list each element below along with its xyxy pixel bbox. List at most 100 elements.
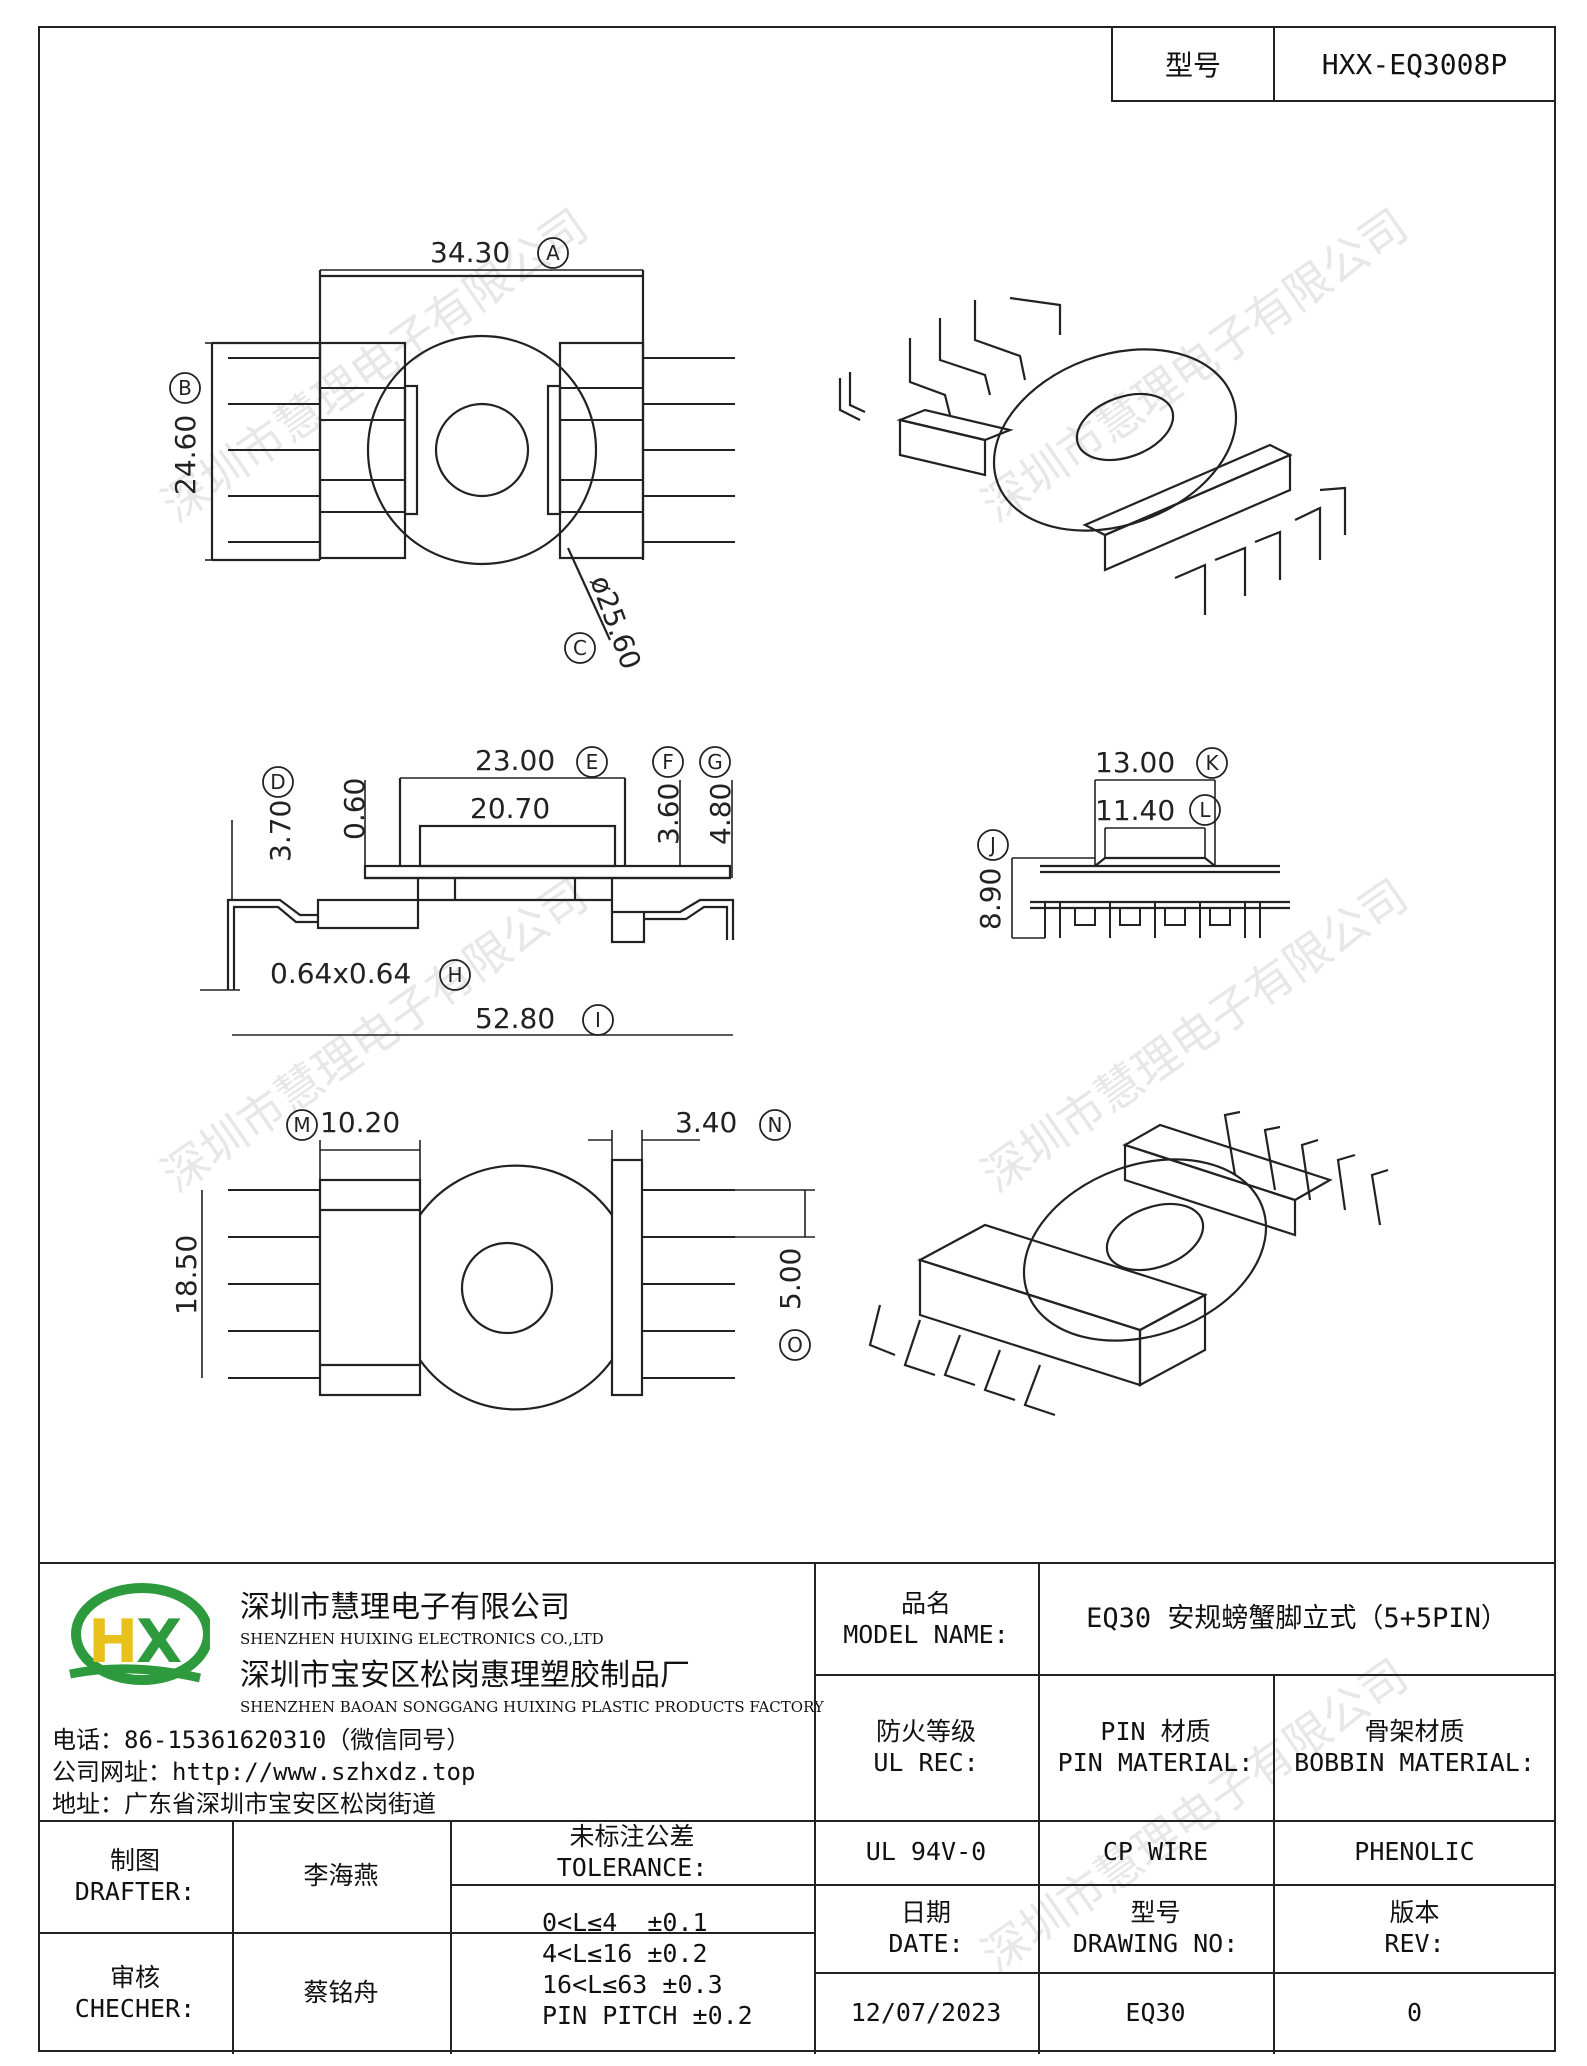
svg-text:H: H	[88, 1607, 138, 1677]
drawing-no-label-cn: 型号	[1130, 1897, 1181, 1927]
factory-name-en: SHENZHEN BAOAN SONGGANG HUIXING PLASTIC …	[240, 1698, 824, 1716]
dim-i-value: 52.80	[475, 1002, 555, 1035]
drafter-label-cn: 制图	[109, 1845, 160, 1875]
date-value: 12/07/2023	[850, 1998, 1002, 2028]
tolerance-row: PIN PITCH ±0.2	[542, 2001, 753, 2031]
dim-o-value: 5.00	[774, 1248, 807, 1310]
date-label-en: DATE:	[888, 1929, 964, 1958]
model-name-label: 品名 MODEL NAME:	[814, 1564, 1038, 1674]
model-name-label-cn: 品名	[900, 1588, 951, 1618]
tolerance-row: 0<L≤4 ±0.1	[542, 1907, 708, 1937]
isometric-view-top	[838, 296, 1347, 615]
bottom-view	[228, 1158, 735, 1411]
checker-label-cn: 审核	[109, 1962, 160, 1992]
tolerance-row: 16<L≤63 ±0.3	[542, 1970, 723, 1999]
balloon-j: J	[988, 833, 996, 857]
checker-label: 审核 CHECHER:	[38, 1932, 232, 2054]
balloon-d: D	[270, 770, 285, 794]
dim-n-value: 3.40	[675, 1106, 737, 1139]
date-label: 日期 DATE:	[814, 1884, 1038, 1972]
tolerance-label-cn: 未标注公差	[569, 1821, 695, 1851]
drawing-no-label-en: DRAWING NO:	[1072, 1929, 1239, 1958]
pin-material-label-cn: PIN 材质	[1100, 1716, 1211, 1746]
company-phone: 电话：86-15361620310（微信同号）	[52, 1726, 471, 1754]
dim-j-value: 8.90	[974, 868, 1007, 930]
bobbin-material-label-en: BOBBIN MATERIAL:	[1294, 1748, 1535, 1777]
dim-p-value: 18.50	[170, 1235, 203, 1315]
balloon-g: G	[707, 750, 723, 774]
title-block: H X 深圳市慧理电子有限公司 SHENZHEN HUIXING ELECTRO…	[38, 1562, 1556, 2054]
tolerance-label: 未标注公差 TOLERANCE:	[450, 1820, 814, 1884]
balloon-l: L	[1199, 798, 1211, 822]
pin-material-label-en: PIN MATERIAL:	[1057, 1748, 1254, 1777]
model-number-label: 型号	[1113, 28, 1275, 100]
company-name-cn: 深圳市慧理电子有限公司	[240, 1590, 570, 1625]
rev-label-cn: 版本	[1389, 1897, 1440, 1927]
factory-name-cn: 深圳市宝安区松岗惠理塑胶制品厂	[240, 1658, 690, 1693]
ul-rec-label-cn: 防火等级	[875, 1716, 976, 1746]
tolerance-table: 0<L≤4 ±0.1 4<L≤16 ±0.2 16<L≤63 ±0.3 PIN …	[450, 1884, 814, 2054]
ul-rec-label: 防火等级 UL REC:	[814, 1674, 1038, 1820]
dim-b-value: 24.60	[169, 415, 202, 495]
side-view	[200, 778, 735, 991]
balloon-i: I	[595, 1008, 601, 1032]
company-logo: H X	[50, 1582, 213, 1692]
dim-c-value: ø25.60	[583, 571, 647, 674]
model-name-value: EQ30 安规螃蟹脚立式（5+5PIN）	[1086, 1603, 1508, 1635]
drawing-frame	[38, 26, 1556, 2052]
rev-value: 0	[1406, 1998, 1423, 2028]
dim-k-value: 13.00	[1095, 746, 1175, 779]
date-label-cn: 日期	[900, 1897, 951, 1927]
rev-label: 版本 REV:	[1273, 1884, 1556, 1972]
balloon-h: H	[447, 963, 462, 987]
tolerance-row: 4<L≤16 ±0.2	[542, 1938, 708, 1968]
checker-label-en: CHECHER:	[74, 1994, 196, 2023]
drawing-no-label: 型号 DRAWING NO:	[1038, 1884, 1273, 1972]
balloon-n: N	[768, 1113, 783, 1137]
drafter-label-en: DRAFTER:	[74, 1877, 196, 1906]
model-name-label-en: MODEL NAME:	[843, 1620, 1009, 1649]
dim-e2-value: 20.70	[470, 792, 550, 825]
balloon-o: O	[787, 1333, 803, 1357]
dim-g-value: 4.80	[704, 783, 737, 845]
checker-value: 蔡铭舟	[303, 1978, 379, 2008]
dim-h-value: 0.64x0.64	[270, 957, 411, 990]
company-address: 地址：广东省深圳市宝安区松岗街道	[52, 1790, 436, 1818]
ul-rec-label-en: UL REC:	[873, 1748, 979, 1777]
dim-a-value: 34.30	[430, 236, 510, 269]
dim-f-value: 3.60	[652, 783, 685, 845]
bobbin-material-label-cn: 骨架材质	[1364, 1716, 1465, 1746]
dimension-lines	[201, 269, 1216, 1378]
drafter-value: 李海燕	[303, 1861, 379, 1891]
technical-drawing: 34.30 24.60 ø25.60 3.70 23.00 20.70 0.60…	[169, 236, 1389, 1417]
pin-material-label: PIN 材质 PIN MATERIAL:	[1038, 1674, 1273, 1820]
balloon-m: M	[293, 1113, 310, 1137]
rev-label-en: REV:	[1384, 1929, 1445, 1958]
company-website: 公司网址：http://www.szhxdz.top	[52, 1758, 476, 1786]
svg-text:X: X	[136, 1607, 182, 1677]
front-view	[1030, 856, 1290, 938]
dim-e-value: 23.00	[475, 744, 555, 777]
model-number-box: 型号 HXX-EQ3008P	[1111, 26, 1556, 102]
drafter-label: 制图 DRAFTER:	[38, 1820, 232, 1932]
top-view	[210, 270, 735, 641]
dim-m-value: 10.20	[320, 1106, 400, 1139]
ul-rec-value: UL 94V-0	[865, 1837, 987, 1867]
bobbin-material-value: PHENOLIC	[1354, 1837, 1475, 1867]
drawing-no-value: EQ30	[1125, 1998, 1186, 2028]
dim-d-value: 3.70	[264, 800, 297, 862]
bobbin-material-label: 骨架材质 BOBBIN MATERIAL:	[1273, 1674, 1556, 1820]
balloon-k: K	[1205, 751, 1219, 775]
pin-material-value: CP WIRE	[1102, 1837, 1209, 1867]
tolerance-label-en: TOLERANCE:	[556, 1853, 708, 1882]
company-name-en: SHENZHEN HUIXING ELECTRONICS CO.,LTD	[240, 1630, 604, 1648]
balloon-f: F	[662, 750, 674, 774]
model-number-value: HXX-EQ3008P	[1321, 47, 1508, 81]
balloon-c: C	[573, 636, 587, 660]
balloon-b: B	[178, 376, 192, 400]
dim-e3-value: 0.60	[338, 778, 371, 840]
isometric-view-bottom	[868, 1110, 1389, 1417]
balloon-a: A	[546, 241, 560, 265]
dim-l-value: 11.40	[1095, 794, 1175, 827]
balloon-e: E	[586, 750, 599, 774]
